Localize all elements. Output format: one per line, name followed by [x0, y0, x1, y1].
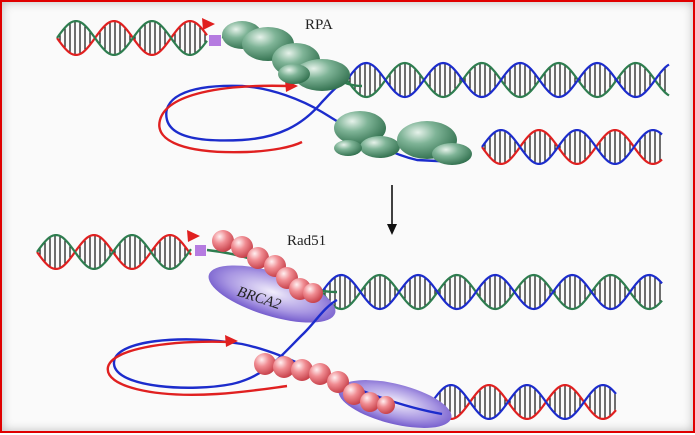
rad51-ball	[360, 392, 380, 412]
end-marker-top	[209, 35, 221, 46]
rpa-cluster-lower	[334, 111, 472, 165]
rpa-label: RPA	[305, 17, 333, 33]
brca2-ellipse	[208, 265, 336, 323]
rad51-filament-upper	[212, 230, 323, 303]
dna-strand	[431, 384, 617, 420]
rad51-ball	[303, 283, 323, 303]
dna-strand	[346, 61, 670, 99]
rpa-blob	[334, 140, 362, 156]
rad51-ball	[254, 353, 276, 375]
rad51-ball	[273, 356, 295, 378]
dna-strand	[36, 234, 192, 270]
rpa-blob	[360, 136, 400, 158]
loop-strand-top-red	[158, 84, 303, 154]
rad51-ball	[377, 396, 395, 414]
rad51-ball	[247, 247, 269, 269]
rad51-ball	[327, 371, 349, 393]
rpa-cluster-upper	[222, 21, 350, 91]
helix-top-right	[346, 61, 670, 99]
helix-top-left	[56, 20, 208, 56]
rpa-blob	[278, 64, 310, 84]
dna-helices	[36, 20, 670, 420]
dna-strand	[56, 20, 208, 56]
helix-bottom-right	[321, 273, 663, 311]
dna-strand	[346, 61, 670, 99]
helix-bottom-left	[36, 234, 192, 270]
dna-strand	[431, 384, 617, 420]
loop-arrowhead-bottom	[225, 335, 238, 347]
dna-strand	[481, 129, 663, 165]
end-arrowhead-bottom	[187, 230, 200, 242]
rad51-ball	[309, 363, 331, 385]
invading-strand-top	[165, 80, 458, 164]
helix-top-lower-right	[481, 129, 663, 165]
end-marker-bottom	[195, 245, 206, 256]
rad51-ball	[231, 236, 253, 258]
dna-strand	[481, 129, 663, 165]
rad51-ball	[212, 230, 234, 252]
loop-strand-bottom-red	[106, 340, 288, 396]
dna-strand	[321, 273, 663, 311]
rpa-blob	[432, 143, 472, 165]
rad51-ball	[291, 359, 313, 381]
rad51-filament-lower	[254, 353, 395, 414]
dna-strand	[56, 20, 208, 56]
rad51-ball	[343, 383, 365, 405]
dna-strand	[321, 273, 663, 311]
helix-bottom-lower-right	[431, 384, 617, 420]
dna-strand	[36, 234, 192, 270]
rad51-label: Rad51	[287, 233, 326, 249]
rpa-blob	[294, 59, 350, 91]
down-arrow	[387, 185, 397, 235]
end-arrowhead-top	[202, 18, 215, 30]
rpa-blob	[334, 111, 386, 145]
